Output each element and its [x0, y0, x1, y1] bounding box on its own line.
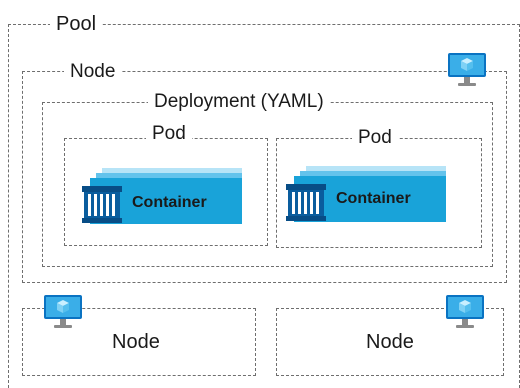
- container-label: Container: [132, 194, 207, 211]
- container-icon: [82, 186, 122, 223]
- vm-monitor-icon: [444, 294, 486, 330]
- vm-monitor-icon: [42, 294, 84, 330]
- container-icon: [286, 184, 326, 221]
- pod-label: Pod: [146, 124, 192, 143]
- node-label: Node: [366, 331, 414, 353]
- node-box: [22, 308, 256, 376]
- node-label: Node: [112, 331, 160, 353]
- node-box: [276, 308, 504, 376]
- pod-label: Pod: [352, 128, 398, 147]
- node-label: Node: [64, 62, 122, 81]
- container-graphic: Container: [286, 166, 451, 224]
- vm-monitor-icon: [446, 52, 488, 88]
- container-label: Container: [336, 190, 411, 207]
- pool-label: Pool: [50, 14, 103, 34]
- deployment-label: Deployment (YAML): [148, 92, 330, 111]
- node-box: [22, 71, 507, 283]
- container-graphic: Container: [82, 168, 247, 226]
